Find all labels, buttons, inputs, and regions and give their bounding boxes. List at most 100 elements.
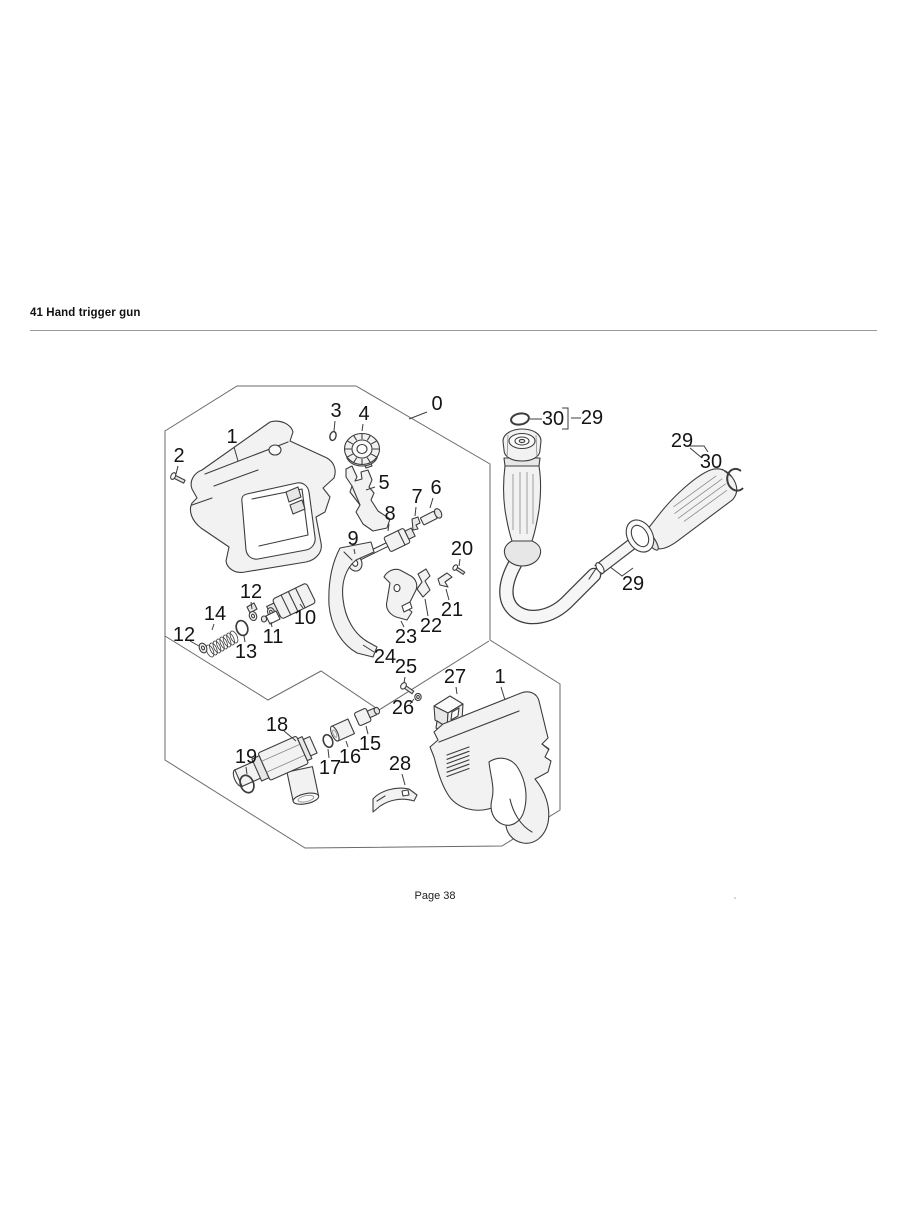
part-number-label: 13 xyxy=(235,641,257,663)
part-number-label: 14 xyxy=(204,603,226,625)
vertical-grip xyxy=(502,428,542,567)
hose-collar-ring xyxy=(625,519,655,553)
part-number-label: 1 xyxy=(494,666,505,688)
part-number-label: 25 xyxy=(395,656,417,678)
leader-line xyxy=(233,446,239,462)
part-number-label: 28 xyxy=(389,753,411,775)
part-number-label: 22 xyxy=(420,615,442,637)
part-bushing-12-upper xyxy=(246,602,258,622)
part-number-label: 29 xyxy=(622,573,644,595)
part-upper-gun-housing xyxy=(189,420,336,573)
part-number-label: 5 xyxy=(378,472,389,494)
boundary-divider xyxy=(164,635,490,711)
part-number-label: 12 xyxy=(173,624,195,646)
part-number-label: 6 xyxy=(430,477,441,499)
leader-line xyxy=(500,686,506,701)
part-number-label: 8 xyxy=(384,503,395,525)
leader-line xyxy=(365,486,376,491)
part-sleeve-16 xyxy=(329,718,356,742)
o-ring-30-top xyxy=(510,412,530,426)
leader-line xyxy=(299,603,304,609)
part-button-27 xyxy=(433,695,464,735)
part-o-ring-13 xyxy=(235,619,249,637)
boundary-outline xyxy=(164,385,561,849)
page-title: 41 Hand trigger gun xyxy=(30,307,141,319)
part-washer-26 xyxy=(414,692,422,702)
leader-line xyxy=(409,698,415,705)
leader-line xyxy=(721,468,733,478)
part-number-label: 0 xyxy=(431,393,442,415)
leader-line xyxy=(387,523,390,532)
part-clip-7 xyxy=(411,516,421,531)
leader-line xyxy=(333,420,336,432)
part-spring-14 xyxy=(205,630,239,658)
part-number-label: 27 xyxy=(444,666,466,688)
trigger-guard-opening xyxy=(488,757,527,826)
part-number-label: 16 xyxy=(339,746,361,768)
leader-line xyxy=(175,465,179,475)
leader-line xyxy=(283,730,297,742)
header-divider xyxy=(30,330,877,331)
leader-line xyxy=(245,766,248,775)
leader-line xyxy=(445,588,450,601)
part-lower-gun-housing xyxy=(429,691,552,844)
leader-line xyxy=(345,740,349,748)
part-number-label: 30 xyxy=(542,408,564,430)
leader-line xyxy=(327,748,330,759)
part-screw-25 xyxy=(400,682,415,695)
leader-line xyxy=(189,640,200,647)
part-screw-20 xyxy=(452,564,466,575)
part-number-label: 10 xyxy=(294,607,316,629)
leader-line xyxy=(353,548,356,555)
circlip-30-right xyxy=(726,467,744,492)
leader-line xyxy=(414,506,417,517)
leader-line xyxy=(455,686,458,695)
tube-end-opening xyxy=(595,562,605,574)
leader-line xyxy=(689,447,703,459)
leader-line xyxy=(250,601,253,610)
part-valve-15 xyxy=(354,706,381,726)
part-number-label: 3 xyxy=(330,400,341,422)
part-number-label: 11 xyxy=(263,626,284,648)
part-number-label: 30 xyxy=(700,451,722,473)
leader-line xyxy=(270,621,273,628)
part-number-label: 18 xyxy=(266,714,288,736)
part-number-label: 23 xyxy=(395,626,417,648)
part-number-label: 15 xyxy=(359,733,381,755)
leader-line xyxy=(403,676,406,684)
part-number-label: 1 xyxy=(226,426,237,448)
part-latch-23 xyxy=(383,568,418,621)
page-number: Page 38 xyxy=(414,890,456,902)
leader-line xyxy=(408,411,428,420)
part-number-label: 17 xyxy=(319,757,341,779)
part-number-label: 26 xyxy=(392,697,414,719)
leader-line xyxy=(243,635,246,643)
part-bracket-22 xyxy=(416,568,431,598)
part-o-ring-19 xyxy=(239,774,255,794)
grip-vent-slots xyxy=(446,746,470,778)
part-number-label: 2 xyxy=(173,445,184,467)
leader-line xyxy=(458,558,461,567)
part-screw-2 xyxy=(170,472,186,484)
part-number-label: 4 xyxy=(358,403,369,425)
part-number-label: 24 xyxy=(374,646,396,668)
leader-line xyxy=(365,725,369,735)
part-number-label: 9 xyxy=(347,528,358,550)
part-number-label: 7 xyxy=(411,486,422,508)
leader-line xyxy=(400,620,405,628)
leader-line xyxy=(429,497,434,509)
part-trigger-5 xyxy=(345,465,391,532)
leader-line xyxy=(362,644,375,653)
part-lever-24 xyxy=(328,541,378,658)
label-brackets xyxy=(562,407,709,577)
part-clip-28 xyxy=(372,787,418,813)
part-hose-lance-assembly xyxy=(499,412,744,625)
leader-line xyxy=(211,623,215,631)
part-o-ring-17 xyxy=(322,733,334,749)
leader-line xyxy=(361,423,364,432)
handle-frame-opening xyxy=(241,482,316,560)
part-bolt-6 xyxy=(420,508,443,526)
leader-line xyxy=(424,598,429,617)
